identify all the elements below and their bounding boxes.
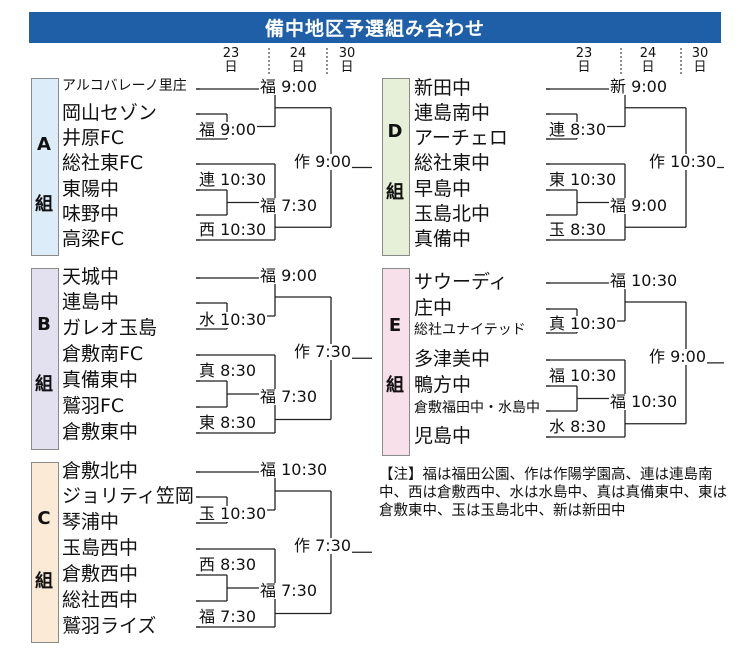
- date-30-right: 30 日: [691, 46, 709, 75]
- team-b-7: 倉敷東中: [62, 421, 139, 443]
- team-c-3: 琴浦中: [62, 511, 120, 533]
- team-b-6: 鷲羽FC: [62, 395, 125, 417]
- time-e-2: 真 10:30: [548, 314, 618, 333]
- time-a-semi: 作 9:00: [293, 151, 353, 171]
- team-e-2: 庄中: [414, 297, 453, 319]
- team-e-3: 総社ユナイテッド: [414, 322, 526, 338]
- team-d-4: 総社東中: [414, 152, 491, 174]
- team-c-5: 倉敷西中: [62, 563, 139, 585]
- group-d-suffix: 組: [386, 182, 404, 203]
- team-b-4: 倉敷南FC: [62, 343, 144, 365]
- team-b-2: 連島中: [62, 291, 120, 313]
- time-d-4: 福 9:00: [609, 195, 669, 215]
- team-c-6: 総社西中: [62, 589, 139, 611]
- date-24-right: 24 日: [639, 46, 657, 75]
- group-b-suffix: 組: [35, 374, 53, 395]
- group-a-label-box: [31, 78, 59, 256]
- group-b-label-box: [31, 268, 59, 450]
- group-c-letter: C: [37, 508, 51, 529]
- time-b-2: 水 10:30: [198, 310, 268, 329]
- time-a-3: 連 10:30: [198, 170, 268, 189]
- group-d-letter: D: [387, 121, 403, 142]
- time-d-2: 連 8:30: [548, 120, 608, 139]
- team-b-3: ガレオ玉島: [62, 317, 158, 339]
- time-d-3: 東 10:30: [548, 170, 618, 189]
- group-b-letter: B: [37, 314, 51, 335]
- team-e-1: サウーディ: [414, 271, 508, 293]
- time-d-semi: 作 10:30: [648, 151, 718, 171]
- team-a-4: 総社東FC: [62, 152, 144, 174]
- date-23-left: 23 日: [222, 46, 240, 75]
- group-a-suffix: 組: [35, 194, 53, 215]
- page-title: 備中地区予選組み合わせ: [29, 12, 721, 43]
- time-b-semi: 作 7:30: [293, 342, 353, 362]
- team-a-1: アルコバレーノ里庄: [62, 78, 187, 94]
- team-d-7: 真備中: [414, 228, 472, 250]
- time-d-1: 新 9:00: [609, 77, 669, 96]
- date-23-right: 23 日: [575, 46, 593, 75]
- team-a-2: 岡山セゾン: [62, 102, 158, 124]
- team-a-6: 味野中: [62, 203, 120, 225]
- team-e-5: 鴨方中: [414, 374, 472, 396]
- time-c-5: 福 7:30: [198, 607, 258, 626]
- time-d-5: 玉 8:30: [548, 220, 608, 239]
- date-24-left: 24 日: [289, 46, 307, 75]
- team-d-2: 連島南中: [414, 102, 491, 124]
- time-a-4: 福 7:30: [259, 195, 319, 215]
- team-a-7: 高梁FC: [62, 228, 125, 250]
- team-d-1: 新田中: [414, 77, 472, 99]
- time-a-5: 西 10:30: [198, 220, 268, 239]
- date-30-left: 30 日: [338, 46, 356, 75]
- venue-note: 【注】福は福田公園、作は作陽学園高、連は連島南中、西は倉敷西中、水は水島中、真は…: [379, 467, 727, 520]
- time-e-5: 水 8:30: [548, 417, 608, 436]
- team-e-6: 倉敷福田中・水島中: [414, 400, 540, 416]
- team-b-1: 天城中: [62, 266, 120, 288]
- time-c-3: 西 8:30: [198, 555, 258, 574]
- team-d-3: アーチェロ: [414, 127, 508, 149]
- team-a-3: 井原FC: [62, 127, 125, 149]
- time-b-5: 東 8:30: [198, 413, 258, 432]
- group-c-label-box: [31, 462, 59, 643]
- time-e-semi: 作 9:00: [648, 346, 708, 366]
- team-d-5: 早島中: [414, 178, 472, 200]
- time-a-2: 福 9:00: [198, 120, 258, 139]
- time-b-3: 真 8:30: [198, 361, 258, 380]
- group-e-suffix: 組: [386, 375, 404, 396]
- time-e-1: 福 10:30: [609, 271, 679, 290]
- team-c-2: ジョリティ笠岡: [62, 485, 194, 507]
- team-d-6: 玉島北中: [414, 203, 491, 225]
- time-c-semi: 作 7:30: [293, 536, 353, 556]
- team-c-4: 玉島西中: [62, 537, 139, 559]
- group-e-letter: E: [388, 315, 402, 336]
- team-c-7: 鷲羽ライズ: [62, 615, 157, 637]
- time-a-1: 福 9:00: [259, 77, 319, 96]
- team-e-4: 多津美中: [414, 348, 491, 370]
- group-e-label-box: [382, 268, 410, 456]
- time-c-1: 福 10:30: [259, 460, 329, 479]
- group-c-suffix: 組: [35, 571, 53, 592]
- group-a-letter: A: [37, 134, 51, 155]
- time-b-4: 福 7:30: [259, 387, 319, 406]
- team-a-5: 東陽中: [62, 178, 120, 200]
- time-c-2: 玉 10:30: [198, 504, 268, 523]
- team-c-1: 倉敷北中: [62, 460, 139, 482]
- time-b-1: 福 9:00: [259, 266, 319, 285]
- group-d-label-box: [382, 78, 410, 256]
- team-b-5: 真備東中: [62, 369, 139, 391]
- team-e-7: 児島中: [414, 425, 472, 447]
- time-e-3: 福 10:30: [548, 366, 618, 385]
- time-c-4: 福 7:30: [259, 581, 319, 600]
- time-e-4: 福 10:30: [609, 391, 679, 411]
